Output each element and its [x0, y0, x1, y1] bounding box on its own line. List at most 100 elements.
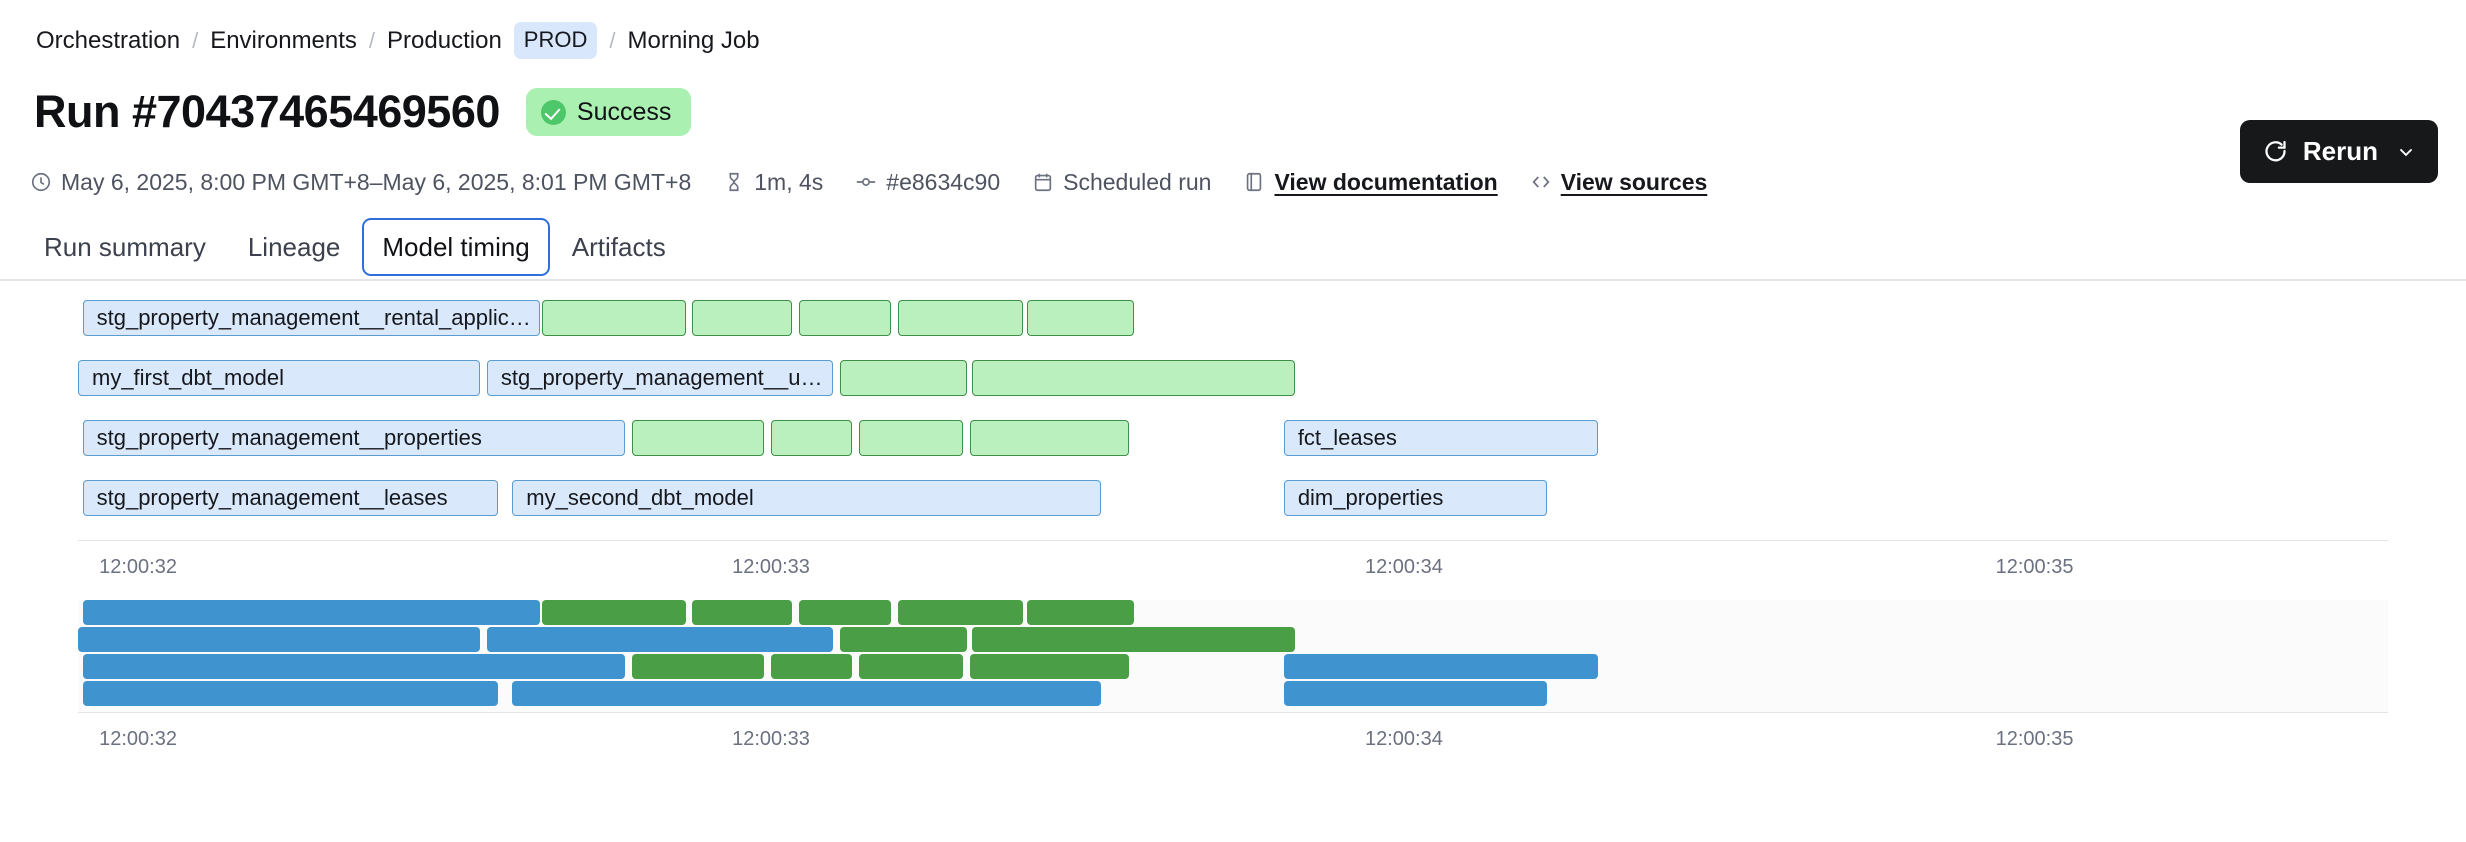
rerun-button[interactable]: Rerun	[2239, 120, 2438, 183]
page-title: Run #70437465469560	[34, 86, 500, 137]
minimap-bar[interactable]	[78, 627, 480, 652]
gantt-bar-fct_leases[interactable]: fct_leases	[1283, 420, 1598, 456]
gantt-bar-stg_property_management__units[interactable]: stg_property_management__units	[486, 360, 834, 396]
minimap-bar[interactable]	[82, 600, 540, 625]
gantt-bar-test[interactable]	[771, 420, 852, 456]
gantt-bar-test[interactable]	[969, 420, 1130, 456]
gantt-bar-my_first_dbt_model[interactable]: my_first_dbt_model	[78, 360, 480, 396]
axis-tick-label: 12:00:35	[1995, 556, 2074, 578]
code-icon	[1530, 171, 1552, 193]
view-sources-label[interactable]: View sources	[1560, 169, 1708, 195]
gantt-row: stg_property_management__properties fct_l…	[78, 420, 2388, 456]
git-commit-icon	[855, 171, 877, 193]
minimap-bar[interactable]	[771, 654, 852, 679]
breadcrumb-separator: /	[609, 27, 616, 53]
minimap-bar[interactable]	[512, 681, 1102, 706]
tab-bar: Run summary Lineage Model timing Artifac…	[24, 218, 686, 276]
chevron-down-icon[interactable]	[2396, 142, 2416, 162]
meta-commit: #e8634c90	[855, 168, 1000, 196]
tab-artifacts[interactable]: Artifacts	[571, 232, 666, 262]
meta-duration: 1m, 4s	[723, 168, 823, 196]
axis-tick-label: 12:00:32	[99, 728, 177, 750]
minimap-bar[interactable]	[798, 600, 892, 625]
gantt-bar-label: my_first_dbt_model	[92, 365, 284, 390]
breadcrumb-item-current[interactable]: Morning Job	[627, 26, 760, 54]
minimap-bar[interactable]	[1283, 681, 1548, 706]
view-documentation-link[interactable]: View documentation	[1243, 168, 1498, 196]
minimap-bar[interactable]	[1027, 600, 1134, 625]
tab-bar-divider	[0, 279, 2466, 281]
gantt-bar-dim_properties[interactable]: dim_properties	[1283, 480, 1548, 516]
minimap-bar[interactable]	[692, 600, 792, 625]
minimap-time-axis: 12:00:32 12:00:33 12:00:34 12:00:35	[78, 712, 2388, 752]
run-metadata: May 6, 2025, 8:00 PM GMT+8–May 6, 2025, …	[30, 168, 1707, 196]
minimap-bar[interactable]	[858, 654, 963, 679]
gantt-bar-test[interactable]	[542, 300, 686, 336]
meta-trigger-value: Scheduled run	[1063, 169, 1212, 195]
minimap-bar[interactable]	[898, 600, 1023, 625]
gantt-bar-test[interactable]	[692, 300, 792, 336]
minimap-row[interactable]	[78, 600, 2388, 625]
refresh-icon	[2262, 138, 2289, 165]
axis-tick-label: 12:00:33	[732, 728, 810, 750]
minimap-bar[interactable]	[542, 600, 686, 625]
minimap-row[interactable]	[78, 654, 2388, 679]
tab-lineage[interactable]: Lineage	[247, 232, 341, 262]
minimap-row[interactable]	[78, 627, 2388, 652]
view-documentation-label[interactable]: View documentation	[1274, 169, 1498, 195]
gantt-bar-label: stg_property_management__rental_applicat…	[96, 305, 539, 330]
breadcrumb-item-environments[interactable]: Environments	[210, 26, 357, 54]
breadcrumb-item-production[interactable]: Production	[387, 26, 502, 54]
minimap-bar[interactable]	[840, 627, 968, 652]
gantt-row: my_first_dbt_model stg_property_managemen…	[78, 360, 2388, 396]
model-timing-minimap[interactable]: 12:00:32 12:00:33 12:00:34 12:00:35	[0, 600, 2466, 752]
gantt-bar-stg_property_management__leases[interactable]: stg_property_management__leases	[82, 480, 499, 516]
check-circle-icon	[540, 99, 566, 125]
gantt-rows: stg_property_management__rental_applicat…	[78, 300, 2388, 540]
gantt-bar-label: dim_properties	[1297, 485, 1444, 510]
book-icon	[1243, 171, 1265, 193]
breadcrumb-separator: /	[368, 27, 376, 53]
minimap-row[interactable]	[78, 681, 2388, 706]
gantt-row: stg_property_management__leases my_second…	[78, 480, 2388, 516]
gantt-bar-label: my_second_dbt_model	[526, 485, 754, 510]
axis-tick-label: 12:00:34	[1365, 728, 1443, 750]
gantt-bar-test[interactable]	[898, 300, 1023, 336]
meta-timestamp: May 6, 2025, 8:00 PM GMT+8–May 6, 2025, …	[30, 168, 691, 196]
tab-run-summary[interactable]: Run summary	[44, 232, 206, 262]
meta-duration-value: 1m, 4s	[754, 169, 824, 195]
gantt-bar-stg_property_management__properties[interactable]: stg_property_management__properties	[82, 420, 626, 456]
clock-icon	[30, 171, 52, 193]
minimap-bar[interactable]	[1283, 654, 1598, 679]
gantt-bar-test[interactable]	[840, 360, 968, 396]
status-badge: Success	[525, 88, 692, 136]
gantt-bar-test[interactable]	[798, 300, 892, 336]
minimap-bar[interactable]	[971, 627, 1296, 652]
minimap-bar[interactable]	[486, 627, 834, 652]
title-row: Run #70437465469560 Success	[34, 86, 692, 138]
calendar-icon	[1032, 171, 1054, 193]
minimap-bar[interactable]	[82, 681, 499, 706]
axis-tick-label: 12:00:35	[1995, 728, 2074, 750]
gantt-bar-label: stg_property_management__units	[500, 365, 833, 390]
gantt-bar-test[interactable]	[632, 420, 765, 456]
meta-timestamp-value: May 6, 2025, 8:00 PM GMT+8–May 6, 2025, …	[61, 169, 692, 195]
minimap-bar[interactable]	[632, 654, 765, 679]
minimap-bar[interactable]	[969, 654, 1130, 679]
gantt-bar-label: fct_leases	[1297, 425, 1397, 450]
status-badge-label: Success	[576, 98, 672, 126]
breadcrumb-item-orchestration[interactable]: Orchestration	[36, 26, 181, 54]
gantt-bar-label: stg_property_management__leases	[96, 485, 448, 510]
view-sources-link[interactable]: View sources	[1530, 168, 1708, 196]
minimap-rows[interactable]	[78, 600, 2388, 712]
gantt-bar-my_second_dbt_model[interactable]: my_second_dbt_model	[512, 480, 1102, 516]
tab-model-timing[interactable]: Model timing	[362, 218, 550, 276]
gantt-bar-test[interactable]	[1027, 300, 1134, 336]
gantt-bar-test[interactable]	[858, 420, 963, 456]
gantt-bar-test[interactable]	[971, 360, 1296, 396]
minimap-bar[interactable]	[82, 654, 626, 679]
rerun-label: Rerun	[2302, 136, 2378, 166]
gantt-bar-stg_property_management__rental_applications[interactable]: stg_property_management__rental_applicat…	[82, 300, 540, 336]
